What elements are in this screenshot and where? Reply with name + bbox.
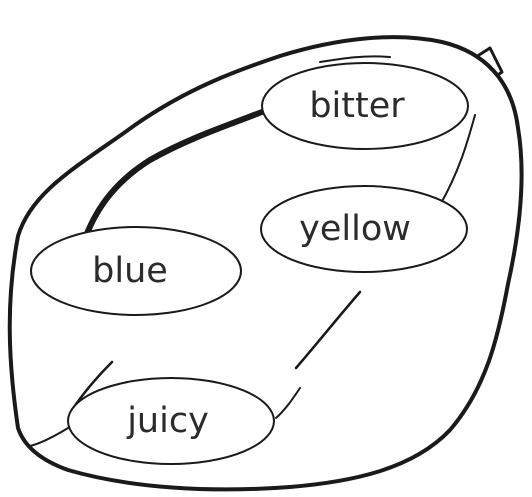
contour-groove-main	[83, 109, 265, 239]
word-oval-juicy: juicy	[67, 377, 275, 465]
contour-middle	[294, 290, 362, 370]
word-oval-bitter: bitter	[261, 62, 469, 150]
contour-top	[319, 55, 391, 63]
word-label-yellow: yellow	[299, 209, 411, 249]
fruit-body-outline	[7, 35, 524, 492]
word-oval-yellow: yellow	[260, 185, 468, 273]
word-oval-blue: blue	[30, 226, 242, 316]
contour-lower-right	[275, 387, 301, 419]
word-label-bitter: bitter	[309, 86, 405, 126]
word-label-blue: blue	[92, 251, 168, 291]
contour-right-upper	[439, 114, 476, 206]
word-label-juicy: juicy	[126, 401, 209, 441]
contour-bottom-left	[29, 427, 69, 447]
